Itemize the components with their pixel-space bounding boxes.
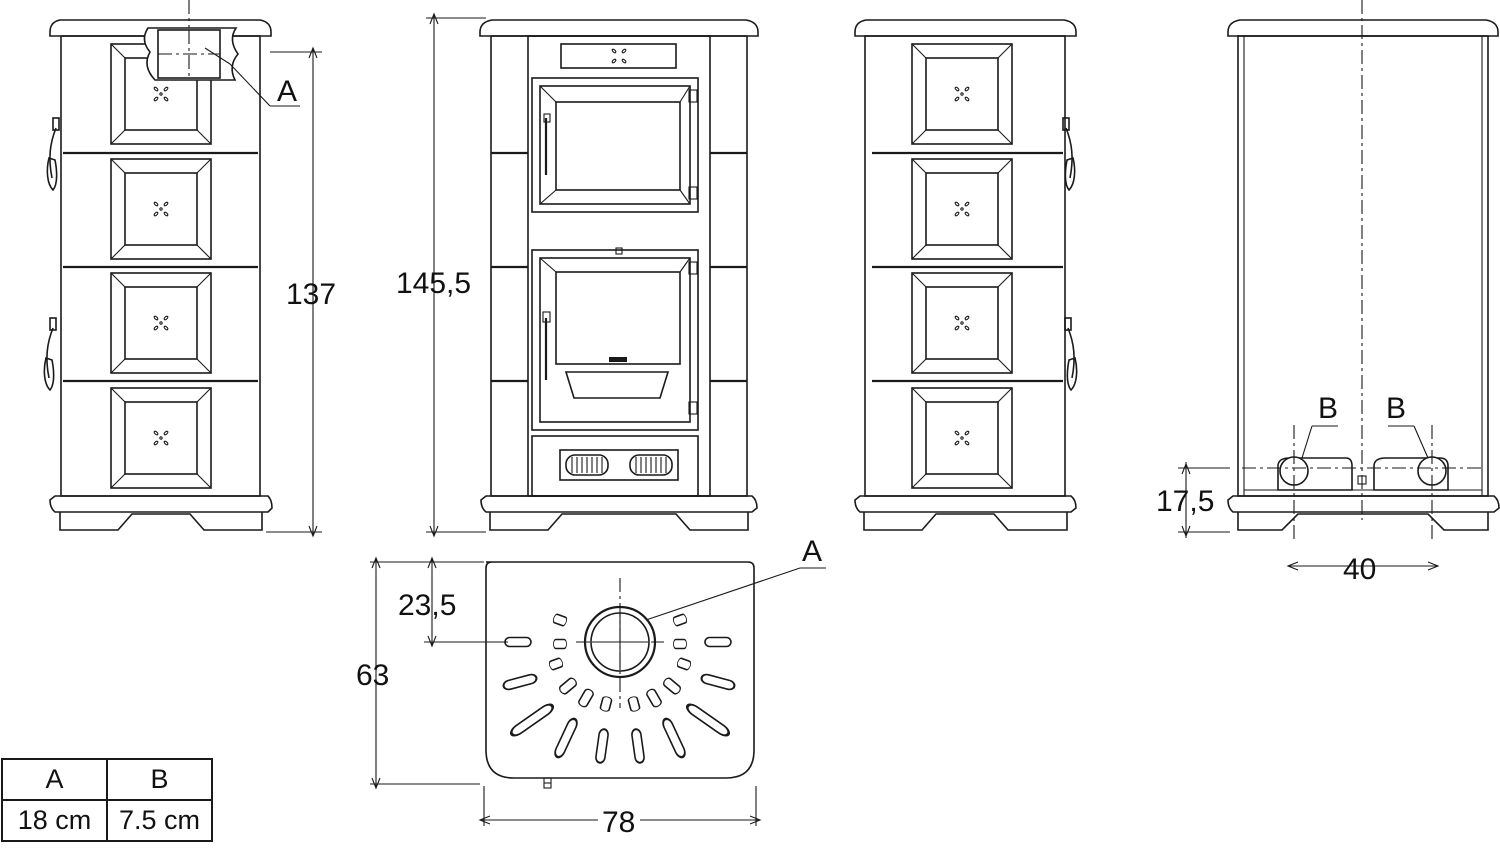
dimension-flue-offset: 23,5: [398, 589, 456, 622]
rear-outlet-left: [1277, 425, 1353, 540]
dimension-arrows: [308, 12, 1440, 825]
tile-icon: [911, 272, 1013, 374]
table-header-cell: A: [1, 758, 108, 801]
tile-icon: [110, 158, 212, 260]
rear-outlet-right: [1373, 425, 1449, 540]
top-view: A 63 23,5 78: [356, 535, 826, 839]
table-header-row: A B: [1, 758, 213, 801]
knob-icon: [543, 777, 552, 789]
side-view-left: A 137: [43, 0, 336, 536]
tile-icon: [911, 387, 1013, 489]
flue-label-side: A: [277, 75, 297, 108]
ornament-icon: [611, 48, 627, 64]
dimension-outlet-spacing: 40: [1343, 553, 1376, 586]
handle-icon: [43, 317, 57, 391]
table-header-cell: B: [106, 758, 213, 801]
table-cell: 18 cm: [1, 799, 108, 842]
rear-view: B B 17,5 40: [1156, 0, 1500, 586]
outlet-label-left: B: [1318, 392, 1338, 425]
tile-icon: [911, 43, 1013, 145]
side-view-right: [854, 19, 1078, 531]
handle-icon: [1064, 317, 1078, 391]
dimension-height-side: 137: [286, 278, 336, 311]
handle-icon: [46, 117, 60, 191]
air-grille: [531, 435, 699, 497]
tile-icon: [110, 387, 212, 489]
spec-table: A B 18 cm 7.5 cm: [1, 758, 213, 842]
flue-pipe-icon: [143, 0, 240, 81]
front-view: 145,5: [396, 14, 759, 536]
dimension-height-front: 145,5: [396, 267, 471, 300]
table-cell: 7.5 cm: [106, 799, 213, 842]
outlet-label-right: B: [1386, 392, 1406, 425]
dimension-top-width: 78: [602, 806, 635, 839]
tile-icon: [911, 158, 1013, 260]
vent-slots: [501, 612, 737, 765]
oven-door: [531, 77, 699, 213]
dimension-outlet-height: 17,5: [1156, 485, 1214, 518]
dimension-top-depth: 63: [356, 659, 389, 692]
flue-label-top: A: [802, 535, 822, 568]
tile-icon: [110, 272, 212, 374]
flue-outlet-icon: [583, 605, 657, 679]
table-row: 18 cm 7.5 cm: [1, 799, 213, 842]
firebox-door: [531, 249, 699, 431]
